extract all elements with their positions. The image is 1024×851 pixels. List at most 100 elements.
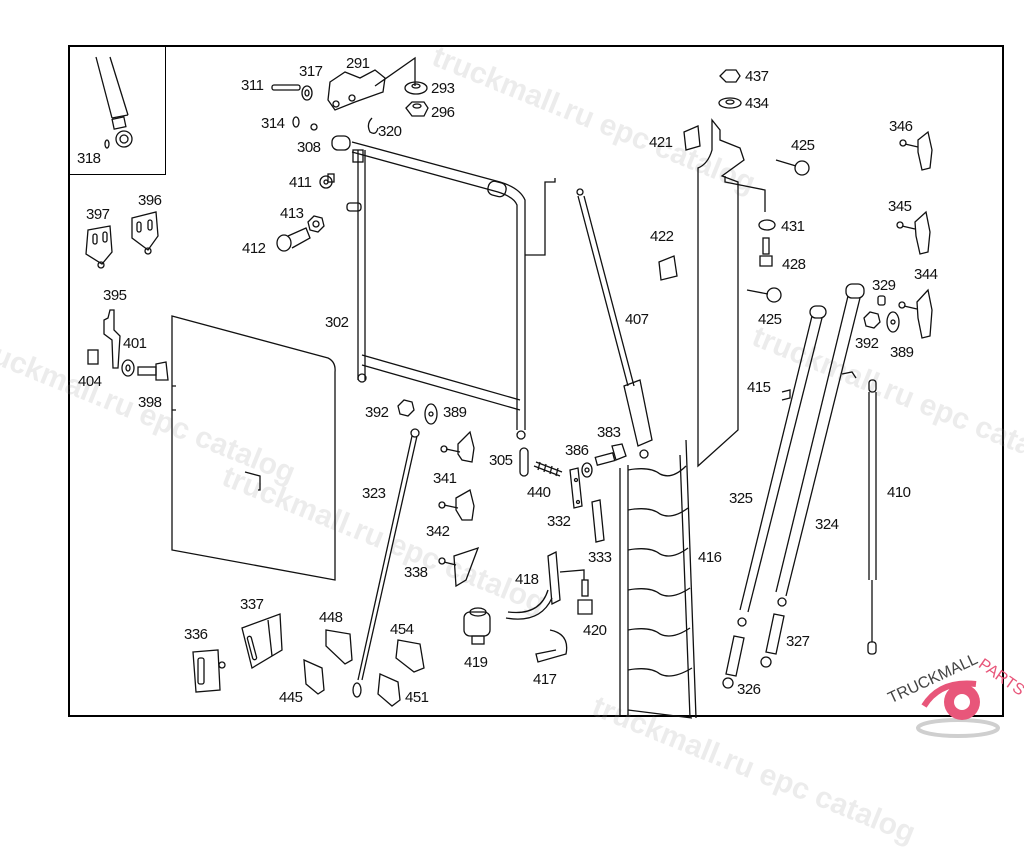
callout-326[interactable]: 326 <box>737 681 761 698</box>
callout-329[interactable]: 329 <box>872 277 896 294</box>
callout-341[interactable]: 341 <box>433 470 457 487</box>
nut-392 <box>397 399 415 417</box>
bolt-311 <box>271 84 301 91</box>
callout-407[interactable]: 407 <box>625 311 649 328</box>
callout-415[interactable]: 415 <box>747 379 771 396</box>
callout-422[interactable]: 422 <box>650 228 674 245</box>
clamp-417 <box>535 629 568 663</box>
callout-454[interactable]: 454 <box>390 621 414 638</box>
cover-panel <box>171 315 336 581</box>
callout-346[interactable]: 346 <box>889 118 913 135</box>
callout-434[interactable]: 434 <box>745 95 769 112</box>
callout-440[interactable]: 440 <box>527 484 551 501</box>
callout-410[interactable]: 410 <box>887 484 911 501</box>
plate-333 <box>591 499 605 543</box>
callout-311[interactable]: 311 <box>241 77 264 94</box>
callout-383[interactable]: 383 <box>597 424 621 441</box>
callout-428[interactable]: 428 <box>782 256 806 273</box>
callout-327[interactable]: 327 <box>786 633 810 650</box>
end-fitting-327 <box>760 613 785 668</box>
callout-342[interactable]: 342 <box>426 523 450 540</box>
callout-337[interactable]: 337 <box>240 596 264 613</box>
callout-404[interactable]: 404 <box>78 373 102 390</box>
callout-392[interactable]: 392 <box>855 335 879 352</box>
callout-324[interactable]: 324 <box>815 516 839 533</box>
callout-419[interactable]: 419 <box>464 654 488 671</box>
callout-338[interactable]: 338 <box>404 564 428 581</box>
callout-332[interactable]: 332 <box>547 513 571 530</box>
bracket-342 <box>438 489 475 521</box>
bellows-416 <box>619 439 697 719</box>
gear-icon <box>916 680 1000 738</box>
gas-spring-325 <box>737 305 827 627</box>
callout-296[interactable]: 296 <box>431 104 455 121</box>
callout-291[interactable]: 291 <box>346 55 370 72</box>
callout-397[interactable]: 397 <box>86 206 110 223</box>
clip-404 <box>87 349 99 365</box>
callout-318[interactable]: 318 <box>77 150 101 167</box>
gas-spring-detail-318 <box>95 56 133 149</box>
callout-293[interactable]: 293 <box>431 80 455 97</box>
ring-small <box>310 123 318 131</box>
plate-454 <box>395 639 425 673</box>
washer-389-right <box>886 311 900 333</box>
callout-413[interactable]: 413 <box>280 205 304 222</box>
bracket-396 <box>131 211 159 255</box>
clip-422 <box>658 255 678 281</box>
bolt-398 <box>137 361 169 381</box>
callout-398[interactable]: 398 <box>138 394 162 411</box>
callout-317[interactable]: 317 <box>299 63 323 80</box>
callout-386[interactable]: 386 <box>565 442 589 459</box>
leader-line <box>374 56 416 87</box>
callout-401[interactable]: 401 <box>123 335 147 352</box>
callout-445[interactable]: 445 <box>279 689 303 706</box>
callout-418[interactable]: 418 <box>515 571 539 588</box>
callout-416[interactable]: 416 <box>698 549 722 566</box>
callout-344[interactable]: 344 <box>914 266 938 283</box>
callout-325[interactable]: 325 <box>729 490 753 507</box>
washer-293 <box>404 81 428 95</box>
callout-320[interactable]: 320 <box>378 123 402 140</box>
callout-308[interactable]: 308 <box>297 139 321 156</box>
washer-386 <box>581 462 593 478</box>
callout-389[interactable]: 389 <box>443 404 467 421</box>
callout-389[interactable]: 389 <box>890 344 914 361</box>
callout-420[interactable]: 420 <box>583 622 607 639</box>
callout-396[interactable]: 396 <box>138 192 162 209</box>
truckmallparts-logo: TRUCKMALL PARTS <box>880 640 1024 750</box>
bracket-395 <box>103 309 121 369</box>
leader-line <box>724 176 766 212</box>
callout-323[interactable]: 323 <box>362 485 386 502</box>
callout-302[interactable]: 302 <box>325 314 349 331</box>
callout-336[interactable]: 336 <box>184 626 208 643</box>
clip-421 <box>683 125 701 151</box>
parts-drawing <box>85 56 933 719</box>
plate-445 <box>303 658 325 695</box>
spring-440 <box>533 461 563 477</box>
plate-448 <box>325 629 353 665</box>
nut-437 <box>719 69 741 83</box>
callout-333[interactable]: 333 <box>588 549 612 566</box>
callout-425[interactable]: 425 <box>791 137 815 154</box>
callout-392[interactable]: 392 <box>365 404 389 421</box>
callout-431[interactable]: 431 <box>781 218 805 235</box>
gas-spring-407 <box>576 188 653 459</box>
clip-320 <box>367 117 379 134</box>
callout-305[interactable]: 305 <box>489 452 513 469</box>
callout-425[interactable]: 425 <box>758 311 782 328</box>
callout-411[interactable]: 411 <box>289 174 312 191</box>
callout-345[interactable]: 345 <box>888 198 912 215</box>
callout-417[interactable]: 417 <box>533 671 557 688</box>
screw-425-bottom <box>746 287 782 303</box>
side-panel <box>697 118 745 468</box>
callout-437[interactable]: 437 <box>745 68 769 85</box>
callout-314[interactable]: 314 <box>261 115 285 132</box>
callout-448[interactable]: 448 <box>319 609 343 626</box>
callout-395[interactable]: 395 <box>103 287 127 304</box>
callout-451[interactable]: 451 <box>405 689 429 706</box>
valve-419 <box>463 607 491 645</box>
bracket-336 <box>192 649 226 693</box>
plate-332 <box>569 467 583 509</box>
callout-421[interactable]: 421 <box>649 134 673 151</box>
callout-412[interactable]: 412 <box>242 240 266 257</box>
